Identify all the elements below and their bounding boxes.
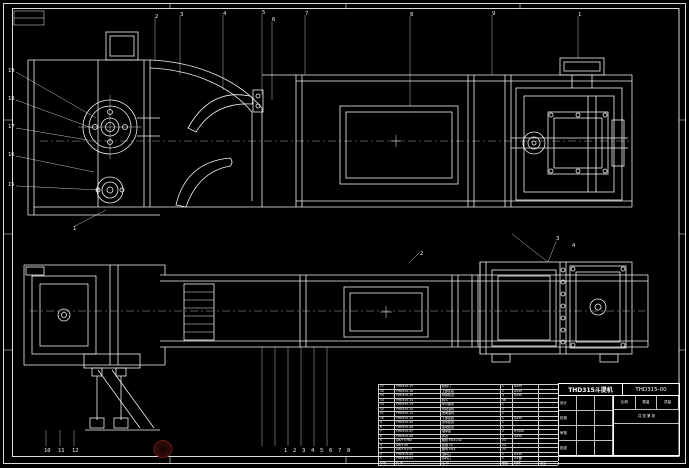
sign-row: 审核 <box>559 426 613 441</box>
top-elevation-view <box>27 31 633 216</box>
callout-number: 1 <box>284 448 287 454</box>
border-frame <box>3 3 686 464</box>
callout-number: 17 <box>8 124 15 130</box>
scale-label: 比例 <box>614 396 636 409</box>
callout-number: 6 <box>329 448 332 454</box>
callout-number: 1 <box>578 12 581 18</box>
callout-number: 4 <box>572 243 576 249</box>
head-section <box>27 31 160 216</box>
signature-rows: 设计校核审核批准 <box>559 396 614 456</box>
callout-number: 11 <box>58 448 65 454</box>
callout-number: 6 <box>272 17 275 23</box>
callout-number: 3 <box>180 12 183 18</box>
callout-number: 7 <box>305 11 308 17</box>
callout-number: 16 <box>8 152 15 158</box>
bom-header-row: 序号代 号名 称数量材料备注 <box>378 460 559 466</box>
head-section-plan <box>479 261 633 363</box>
bucket-chute <box>149 59 264 208</box>
drawing-title: THD315斗提机 <box>559 384 623 395</box>
callout-number: 12 <box>72 448 79 454</box>
callout-number: 1 <box>73 226 76 232</box>
callout-number: 4 <box>311 448 315 454</box>
callout-number: 4 <box>223 11 227 17</box>
inspection-door-top <box>339 105 459 185</box>
callout-number: 15 <box>8 182 15 188</box>
approval-stamp <box>153 440 173 458</box>
title-block-header: THD315斗提机 THD315-00 <box>559 384 679 396</box>
callout-number: 7 <box>338 448 341 454</box>
leader-lines <box>15 14 579 446</box>
bottom-plan-view <box>23 261 649 431</box>
callout-number: 10 <box>44 448 51 454</box>
callout-number: 19 <box>8 68 15 74</box>
callout-number: 3 <box>556 236 559 242</box>
callout-number: 5 <box>320 448 323 454</box>
drawing-number: THD315-00 <box>635 386 667 393</box>
callout-number: 2 <box>293 448 296 454</box>
drive-assembly <box>511 57 628 201</box>
sign-row: 校核 <box>559 411 613 426</box>
callout-number: 18 <box>8 96 15 102</box>
sign-row: 批准 <box>559 441 613 456</box>
callout-number: 3 <box>302 448 305 454</box>
callout-number: 9 <box>492 11 495 17</box>
take-up-device <box>83 353 160 431</box>
callout-number: 2 <box>420 251 423 257</box>
callout-number: 5 <box>262 10 265 16</box>
middle-casing <box>34 74 633 208</box>
inspection-door-bottom <box>343 286 429 338</box>
sheet-label: 共 张 第 张 <box>614 410 679 424</box>
title-block-blank <box>614 424 679 456</box>
callout-number: 8 <box>347 448 350 454</box>
weight-label: 质量 <box>657 396 680 409</box>
callout-number: 2 <box>155 14 158 20</box>
scale-qty-row: 比例 数量 质量 <box>614 396 680 410</box>
callout-number: 8 <box>410 12 413 18</box>
sign-row: 设计 <box>559 396 613 411</box>
boot-section <box>23 264 166 366</box>
qty-label: 数量 <box>636 396 658 409</box>
bottom-casing <box>30 274 649 348</box>
title-block: THD315斗提机 THD315-00 设计校核审核批准 比例 数量 质量 共 … <box>558 383 680 456</box>
